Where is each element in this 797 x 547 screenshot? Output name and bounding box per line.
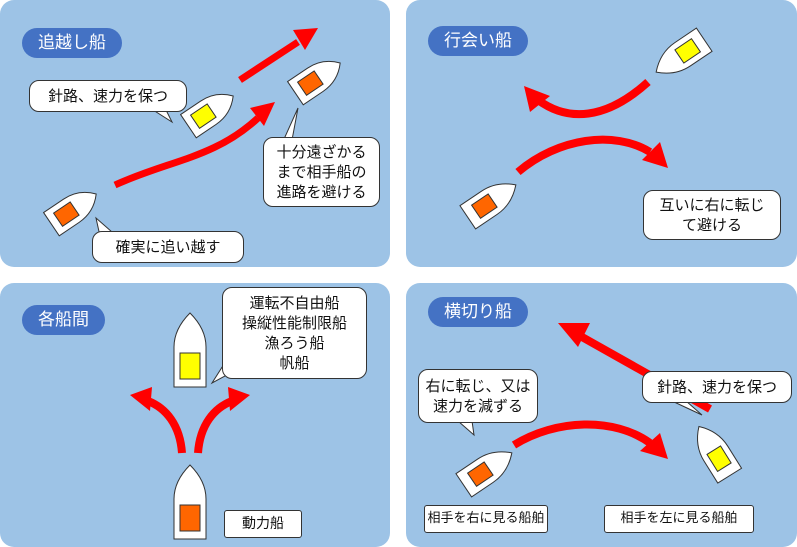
ship-icon (179, 93, 234, 139)
ship-icon (173, 464, 207, 540)
panel-title: 行会い船 (428, 26, 528, 56)
panel-title: 横切り船 (428, 297, 528, 327)
ship-icon (286, 60, 341, 106)
label-give-way: 右に転じ、又は 速力を減ずる (418, 369, 538, 423)
arrow-icon (535, 79, 651, 119)
arrow-icon (640, 433, 668, 459)
arrow-icon (511, 420, 653, 449)
arrow-icon (515, 135, 653, 176)
panel-crossing: 横切り船 右に転じ、又は 速力を減ずる 針路、速力を保つ 相手を右に見る船舶 相… (406, 283, 797, 547)
label-vessel-list: 運転不自由船 操縦性能制限船 漁ろう船 帆船 (222, 287, 367, 379)
panel-head-on: 行会い船 互いに右に転じ て避ける (406, 0, 797, 267)
arrow-icon (293, 28, 318, 50)
label-stand-on: 針路、速力を保つ (642, 371, 792, 403)
arrow-icon (238, 39, 300, 83)
ship-icon (455, 451, 513, 498)
arrow-icon (642, 142, 668, 168)
arrow-icon (228, 387, 250, 411)
panel-title: 各船間 (22, 305, 105, 335)
ship-icon (697, 425, 743, 484)
panel-title: 追越し船 (22, 28, 122, 58)
head-on-diagram (459, 27, 713, 230)
label-power-vessel: 動力船 (224, 510, 302, 538)
arrow-icon (194, 397, 234, 454)
label-overtake-surely: 確実に追い越す (92, 231, 244, 263)
arrow-icon (130, 387, 152, 411)
arrow-icon (146, 397, 186, 454)
ship-icon (42, 191, 97, 237)
crossing-diagram (455, 323, 743, 498)
label-both-turn-right: 互いに右に転じ て避ける (643, 190, 781, 240)
panel-between-vessels: 各船間 運転不自由船 操縦性能制限船 漁ろう船 帆船 動力船 (0, 283, 390, 547)
arrow-icon (250, 102, 275, 126)
label-sees-on-right: 相手を右に見る船舶 (424, 505, 548, 533)
ship-icon (655, 27, 713, 74)
label-keep-clear: 十分遠ざかる まで相手船の 進路を避ける (263, 137, 380, 207)
ship-icon (459, 183, 517, 230)
label-keep-course: 針路、速力を保つ (29, 80, 187, 112)
arrow-icon (113, 115, 261, 189)
label-sees-on-left: 相手を左に見る船舶 (604, 505, 754, 533)
arrow-icon (524, 86, 550, 112)
panel-overtaking: 追越し船 針路、速力を保つ 十分遠ざかる まで相手船の 進路を避ける 確実に追い… (0, 0, 390, 267)
between-vessels-diagram (130, 312, 250, 540)
arrow-icon (558, 323, 590, 347)
ship-icon (173, 312, 207, 388)
